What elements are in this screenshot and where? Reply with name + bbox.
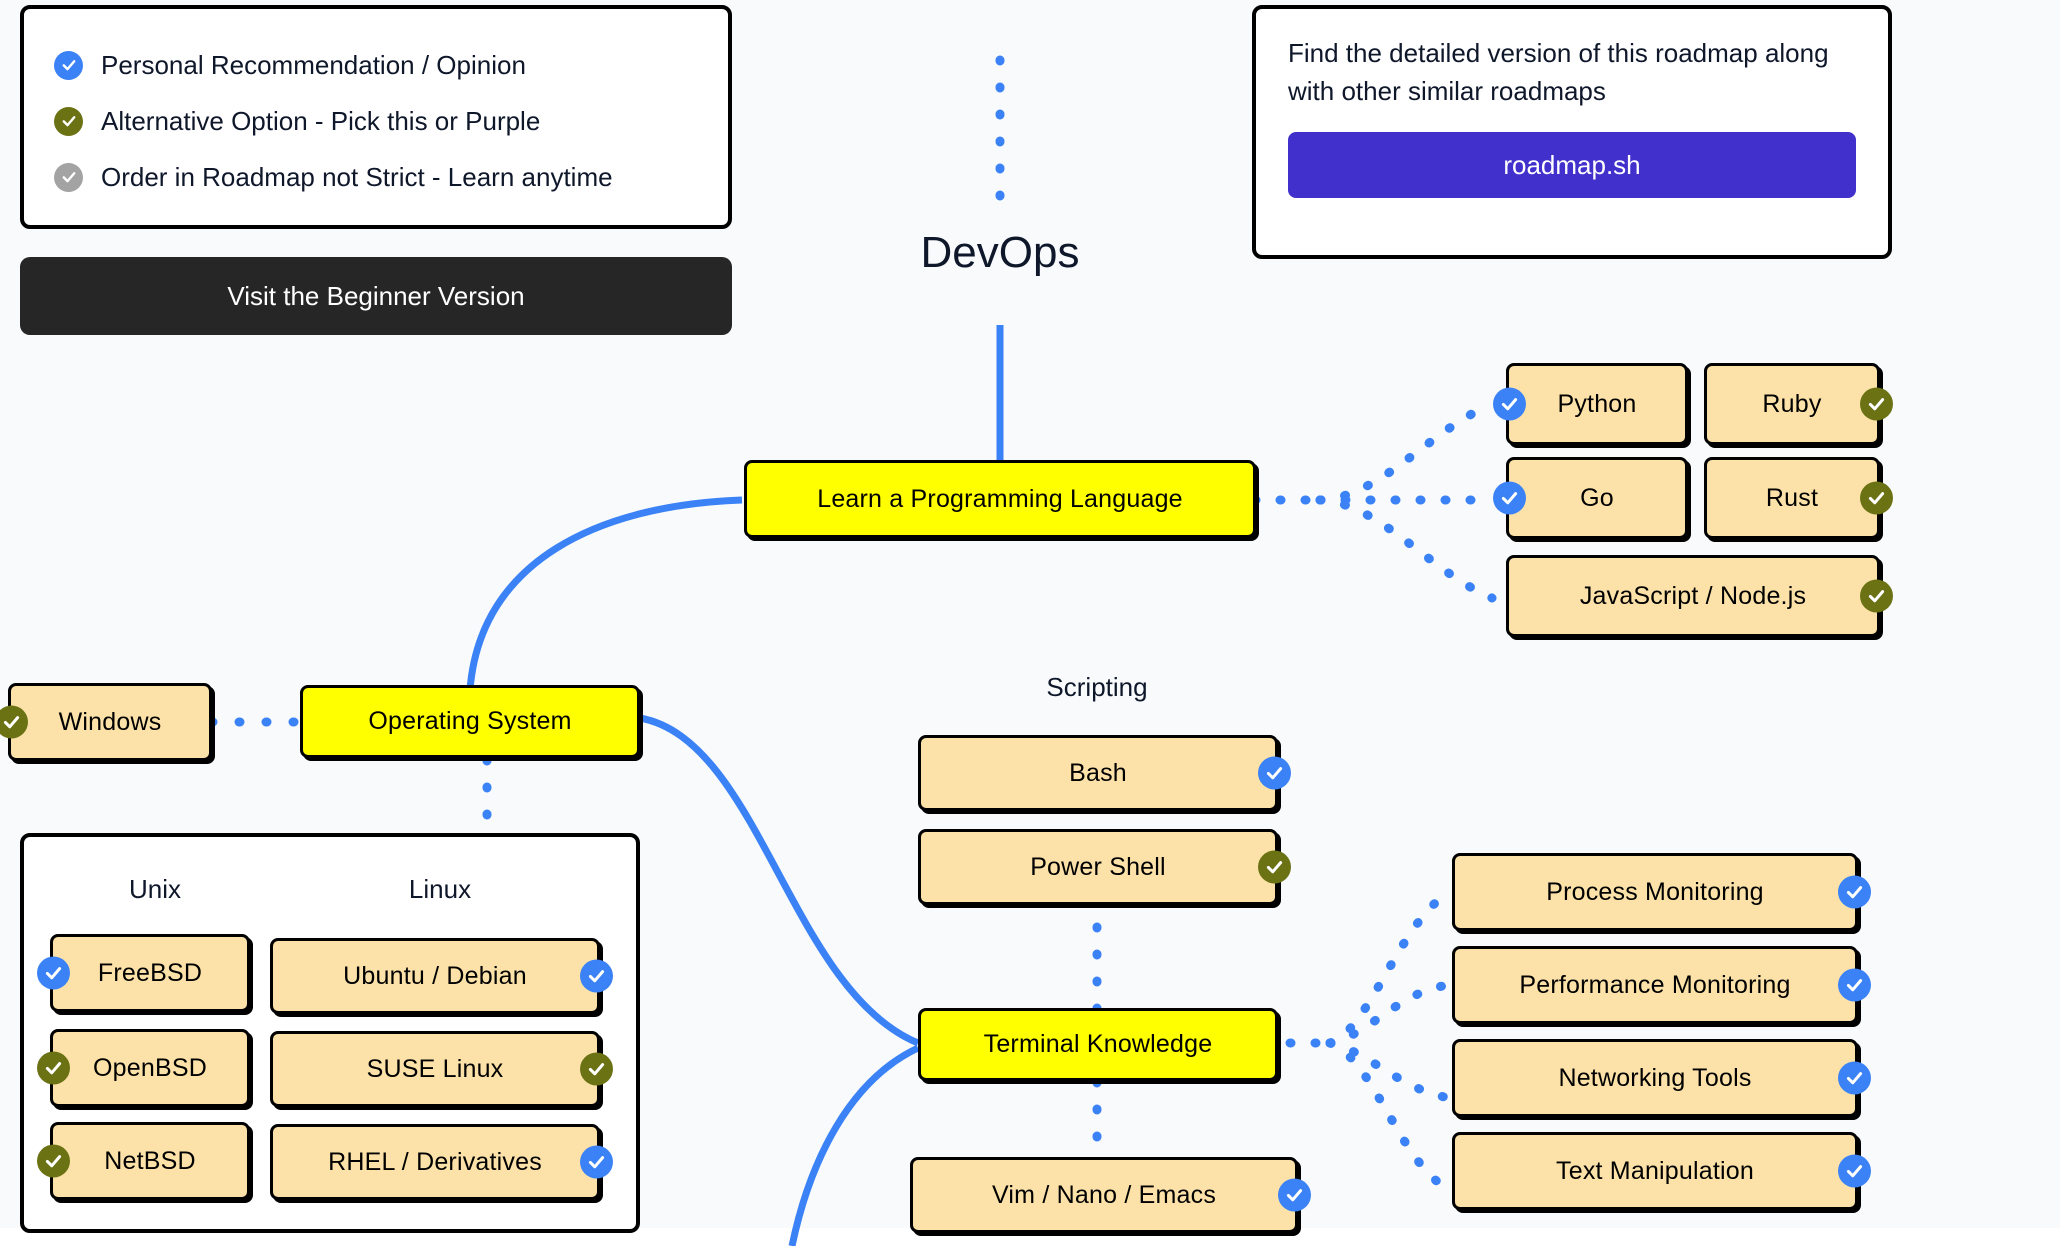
page-title: DevOps — [920, 228, 1080, 277]
edge-terminal-to-process-monitoring — [1325, 887, 1455, 1048]
node-freebsd[interactable]: FreeBSD — [37, 934, 250, 1012]
check-circle-icon — [1838, 1061, 1871, 1095]
node-ruby[interactable]: Ruby — [1704, 363, 1893, 445]
check-circle-icon-gray — [54, 162, 83, 192]
node-openbsd[interactable]: OpenBSD — [37, 1029, 250, 1107]
check-circle-icon — [580, 959, 613, 993]
node-label: Vim / Nano / Emacs — [991, 1180, 1217, 1209]
node-windows[interactable]: Windows — [0, 683, 212, 761]
check-circle-icon — [1278, 1178, 1311, 1212]
group-label-linux: Linux — [408, 874, 472, 904]
group-label-unix: Unix — [128, 874, 181, 904]
node-label: Python — [1557, 389, 1637, 418]
node-learn-a-programming-language[interactable]: Learn a Programming Language — [744, 460, 1256, 538]
check-circle-icon — [37, 956, 70, 990]
node-label: Process Monitoring — [1546, 877, 1764, 906]
legend-item-label: Order in Roadmap not Strict - Learn anyt… — [101, 161, 613, 192]
legend-item-label: Alternative Option - Pick this or Purple — [101, 105, 541, 136]
check-circle-icon-olive — [54, 106, 83, 136]
node-rust[interactable]: Rust — [1704, 457, 1893, 539]
node-label: Text Manipulation — [1556, 1156, 1754, 1185]
node-label: Ubuntu / Debian — [343, 961, 527, 990]
node-label: Networking Tools — [1558, 1063, 1752, 1092]
check-circle-icon — [1258, 756, 1291, 790]
check-circle-icon — [1860, 387, 1893, 421]
node-label: Bash — [1069, 758, 1127, 787]
check-circle-icon — [37, 1051, 70, 1085]
node-label: JavaScript / Node.js — [1579, 581, 1807, 610]
node-suse-linux[interactable]: SUSE Linux — [270, 1031, 613, 1107]
check-circle-icon — [37, 1144, 70, 1178]
node-networking-tools[interactable]: Networking Tools — [1452, 1039, 1871, 1117]
legend-item: Alternative Option - Pick this or Purple — [54, 93, 698, 149]
legend-item: Order in Roadmap not Strict - Learn anyt… — [54, 149, 698, 205]
roadmap-sh-button[interactable]: roadmap.sh — [1288, 132, 1856, 199]
edge-terminal-to-performance-monitoring — [1325, 980, 1455, 1048]
edge-language-to-javascript — [1315, 495, 1497, 603]
node-text-manipulation[interactable]: Text Manipulation — [1452, 1132, 1871, 1210]
check-circle-icon — [1258, 850, 1291, 884]
node-terminal-knowledge[interactable]: Terminal Knowledge — [918, 1008, 1278, 1081]
node-label: Go — [1580, 483, 1614, 512]
node-vim-nano-emacs[interactable]: Vim / Nano / Emacs — [910, 1157, 1311, 1233]
node-operating-system[interactable]: Operating System — [300, 685, 640, 758]
check-circle-icon — [0, 705, 28, 739]
node-bash[interactable]: Bash — [918, 735, 1291, 811]
edge-language-to-os — [466, 496, 743, 691]
check-circle-icon — [580, 1052, 613, 1086]
legend-item: Personal Recommendation / Opinion — [54, 37, 698, 93]
node-label: Windows — [58, 707, 162, 736]
check-circle-icon — [1838, 968, 1871, 1002]
check-circle-icon — [1493, 387, 1526, 421]
visit-beginner-version-button[interactable]: Visit the Beginner Version — [20, 257, 732, 335]
node-performance-monitoring[interactable]: Performance Monitoring — [1452, 946, 1871, 1024]
group-label-scripting: Scripting — [1046, 672, 1148, 702]
node-label: Power Shell — [1030, 852, 1166, 881]
check-circle-icon — [1860, 579, 1893, 613]
node-label: RHEL / Derivatives — [328, 1147, 542, 1176]
edge-terminal-to-networking-tools — [1325, 1038, 1455, 1103]
check-circle-icon — [1860, 481, 1893, 515]
node-label: OpenBSD — [93, 1053, 207, 1082]
check-circle-icon — [580, 1145, 613, 1179]
node-go[interactable]: Go — [1493, 457, 1688, 539]
check-circle-icon-blue — [54, 50, 83, 80]
node-label: FreeBSD — [97, 958, 203, 987]
legend-card: Personal Recommendation / Opinion Altern… — [20, 5, 732, 229]
edge-terminal-to-text-manipulation — [1325, 1038, 1455, 1195]
node-label: NetBSD — [104, 1146, 196, 1175]
node-label: Performance Monitoring — [1519, 970, 1791, 999]
node-label: SUSE Linux — [366, 1054, 504, 1083]
legend-item-label: Personal Recommendation / Opinion — [101, 49, 526, 80]
node-netbsd[interactable]: NetBSD — [37, 1122, 250, 1200]
node-javascript-nodejs[interactable]: JavaScript / Node.js — [1506, 555, 1893, 637]
node-label: Rust — [1765, 483, 1819, 512]
info-card: Find the detailed version of this roadma… — [1252, 5, 1892, 259]
check-circle-icon — [1838, 875, 1871, 909]
info-card-text: Find the detailed version of this roadma… — [1288, 38, 1829, 106]
node-process-monitoring[interactable]: Process Monitoring — [1452, 853, 1871, 931]
node-ubuntu-debian[interactable]: Ubuntu / Debian — [270, 938, 613, 1014]
check-circle-icon — [1838, 1154, 1871, 1188]
node-python[interactable]: Python — [1493, 363, 1688, 445]
node-label: Ruby — [1762, 389, 1822, 418]
edge-os-to-terminal — [639, 714, 920, 1047]
edge-terminal-down — [788, 1044, 920, 1246]
edge-language-to-python — [1315, 400, 1495, 505]
node-power-shell[interactable]: Power Shell — [918, 829, 1291, 905]
check-circle-icon — [1493, 481, 1526, 515]
node-rhel-derivatives[interactable]: RHEL / Derivatives — [270, 1124, 613, 1200]
